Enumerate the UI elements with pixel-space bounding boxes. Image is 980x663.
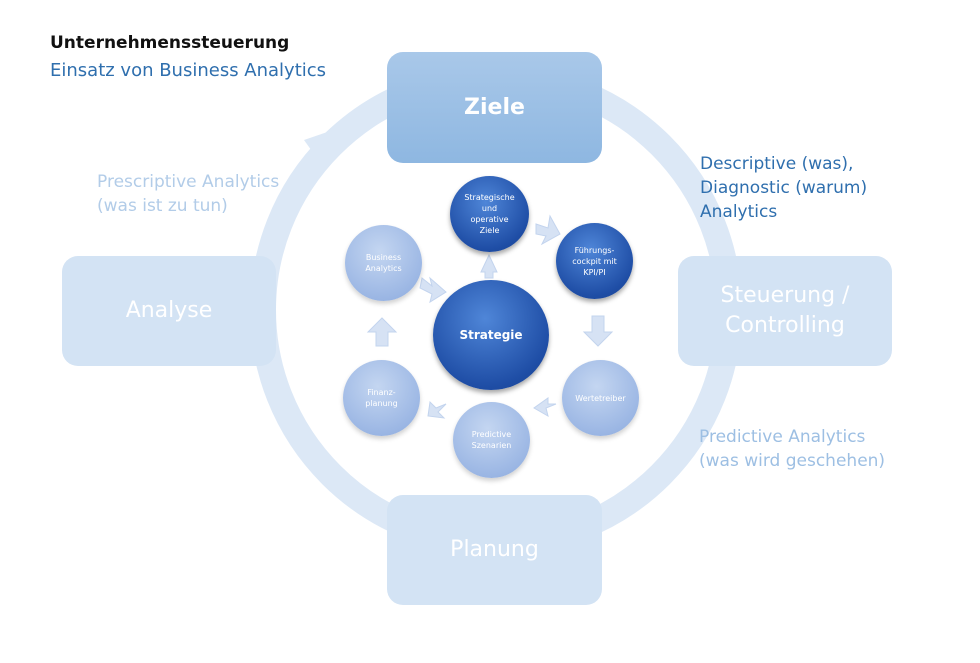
cycle-label-steuerung: Steuerung / <box>720 283 850 308</box>
annotation-line: Descriptive (was), <box>700 154 854 174</box>
node-line: Führungs- <box>574 245 615 255</box>
cycle-box-ziele: Ziele <box>387 52 602 163</box>
arrow-to-cockpit <box>535 214 561 246</box>
node-fuehrungscockpit: Führungs- cockpit mit KPI/PI <box>556 223 633 299</box>
node-line: Analytics <box>365 264 402 273</box>
node-business-analytics: Business Analytics <box>345 225 422 301</box>
annotation-line: Analytics <box>700 202 778 222</box>
node-line: cockpit mit <box>572 256 617 266</box>
cycle-box-analyse: Analyse <box>62 256 276 366</box>
arrow-down-to-wertetreiber <box>582 315 614 347</box>
node-line: Business <box>365 253 402 262</box>
annotation-line: (was wird geschehen) <box>699 451 886 471</box>
cycle-label-planung: Planung <box>450 537 539 562</box>
annotation-prescriptive: Prescriptive Analytics (was ist zu tun) <box>97 170 279 218</box>
annotation-predictive: Predictive Analytics (was wird geschehen… <box>699 425 885 473</box>
annotation-descriptive: Descriptive (was), Diagnostic (warum) An… <box>700 152 867 224</box>
node-line: planung <box>365 399 398 408</box>
annotation-line: (was ist zu tun) <box>97 196 228 216</box>
arrow-to-szenarien <box>533 397 557 418</box>
cycle-box-steuerung: Steuerung / Controlling <box>678 256 892 366</box>
annotation-line: Predictive Analytics <box>699 427 866 447</box>
node-wertetreiber: Wertetreiber <box>562 360 639 436</box>
node-strategie: Strategie <box>433 280 549 390</box>
cycle-label-controlling: Controlling <box>725 313 845 338</box>
cycle-label-ziele: Ziele <box>464 94 525 120</box>
node-label-strategie: Strategie <box>459 327 523 342</box>
node-line: operative <box>470 215 509 224</box>
arrow-up-to-ziele <box>480 253 498 279</box>
node-line: Finanz- <box>367 388 396 397</box>
node-finanzplanung: Finanz- planung <box>343 360 420 436</box>
cycle-box-planung: Planung <box>387 495 602 605</box>
node-line: Szenarien <box>471 441 512 450</box>
diagram-subtitle: Einsatz von Business Analytics <box>50 60 327 81</box>
node-predictive-szenarien: Predictive Szenarien <box>453 402 530 478</box>
annotation-line: Prescriptive Analytics <box>97 172 280 192</box>
node-line: Wertetreiber <box>575 393 626 403</box>
node-line: und <box>481 204 498 213</box>
node-line: Ziele <box>479 226 500 235</box>
ring-arrowhead <box>304 118 368 168</box>
node-line: Predictive <box>471 430 512 439</box>
arrow-up-to-business-analytics <box>366 317 398 347</box>
cycle-label-analyse: Analyse <box>125 298 213 323</box>
arrow-to-finanzplanung <box>427 400 447 419</box>
node-line: KPI/PI <box>583 267 606 277</box>
node-line: Strategische <box>464 193 515 202</box>
arrow-to-strategie <box>419 276 447 304</box>
diagram-title: Unternehmenssteuerung <box>50 33 290 53</box>
node-strategische-ziele: Strategische und operative Ziele <box>450 176 529 252</box>
annotation-line: Diagnostic (warum) <box>700 178 868 198</box>
